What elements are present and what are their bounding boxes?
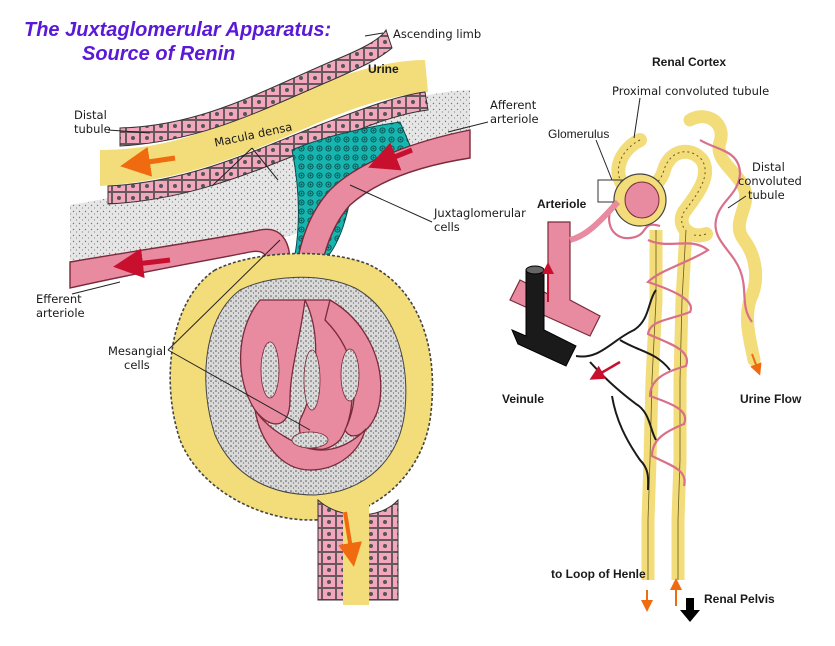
- urine-flow-arrow-left: [120, 146, 176, 177]
- arteriole-vessel: [509, 221, 601, 337]
- glomerulus-tuft: [624, 181, 660, 219]
- urine-lumen: [100, 60, 428, 186]
- label-mesangial-cells-line1: Mesangial: [108, 344, 167, 358]
- label-urine-flow: Urine Flow: [740, 392, 802, 406]
- label-juxtaglomerular-cells-line1: Juxtaglomerular: [434, 206, 526, 220]
- proximal-convoluted-tubule: [611, 133, 713, 243]
- macula-densa-epithelium: [107, 91, 429, 205]
- renal-pelvis-arrow: [680, 598, 700, 622]
- glomerular-loop-lumens: [260, 341, 360, 449]
- title-line-2: Source of Renin: [82, 43, 236, 65]
- label-mesangial-cells-line2: cells: [124, 358, 150, 372]
- label-distal-tubule-line2: tubule: [74, 122, 111, 136]
- venule-vessel: [511, 269, 577, 367]
- figure-title: The Juxtaglomerular Apparatus: Source of…: [24, 18, 331, 66]
- label-proximal-convoluted-tubule: Proximal convoluted tubule: [612, 84, 770, 98]
- right-nephron-drawing: [509, 97, 763, 622]
- label-efferent-arteriole-line1: Efferent: [36, 292, 82, 306]
- label-ascending-limb: Ascending limb: [393, 27, 482, 41]
- label-distal-convoluted-tubule-line1: Distal: [752, 160, 785, 174]
- afferent-branch: [569, 199, 621, 243]
- loop-limb-outline: [647, 229, 687, 580]
- label-glomerulus: Glomerulus: [548, 127, 610, 141]
- label-renal-cortex: Renal Cortex: [652, 55, 727, 69]
- right-leader-lines: [595, 97, 747, 209]
- label-to-loop-of-henle: to Loop of Henle: [551, 567, 646, 581]
- label-renal-pelvis: Renal Pelvis: [704, 592, 775, 606]
- label-venule: Veinule: [502, 392, 545, 406]
- venule-end: [525, 265, 545, 275]
- label-efferent-arteriole-line2: arteriole: [36, 306, 85, 320]
- afferent-flow-arrow: [368, 142, 413, 171]
- urine-flow-arrow-right: [750, 353, 762, 376]
- proximal-flow-arrow: [338, 511, 362, 567]
- ascending-limb-upper-epithelium: [119, 28, 393, 147]
- loop-ascending-limb: [671, 229, 693, 580]
- label-distal-convoluted-tubule-line2: convoluted: [738, 174, 802, 188]
- label-urine: Urine: [368, 62, 399, 76]
- label-afferent-arteriole-line1: Afferent: [490, 98, 537, 112]
- label-distal-tubule-line1: Distal: [74, 108, 107, 122]
- distal-convoluted-tubule: [683, 110, 763, 367]
- venule-flow-arrow: [589, 360, 621, 380]
- label-afferent-arteriole-line2: arteriole: [490, 112, 539, 126]
- left-jga-drawing: [69, 28, 489, 605]
- label-juxtaglomerular-cells-line2: cells: [434, 220, 460, 234]
- left-leader-lines: [71, 32, 489, 431]
- title-line-1: The Juxtaglomerular Apparatus:: [24, 19, 332, 41]
- label-arteriole: Arteriole: [537, 197, 587, 211]
- efferent-flow-arrow: [113, 248, 171, 279]
- label-distal-convoluted-tubule-line3: tubule: [748, 188, 785, 202]
